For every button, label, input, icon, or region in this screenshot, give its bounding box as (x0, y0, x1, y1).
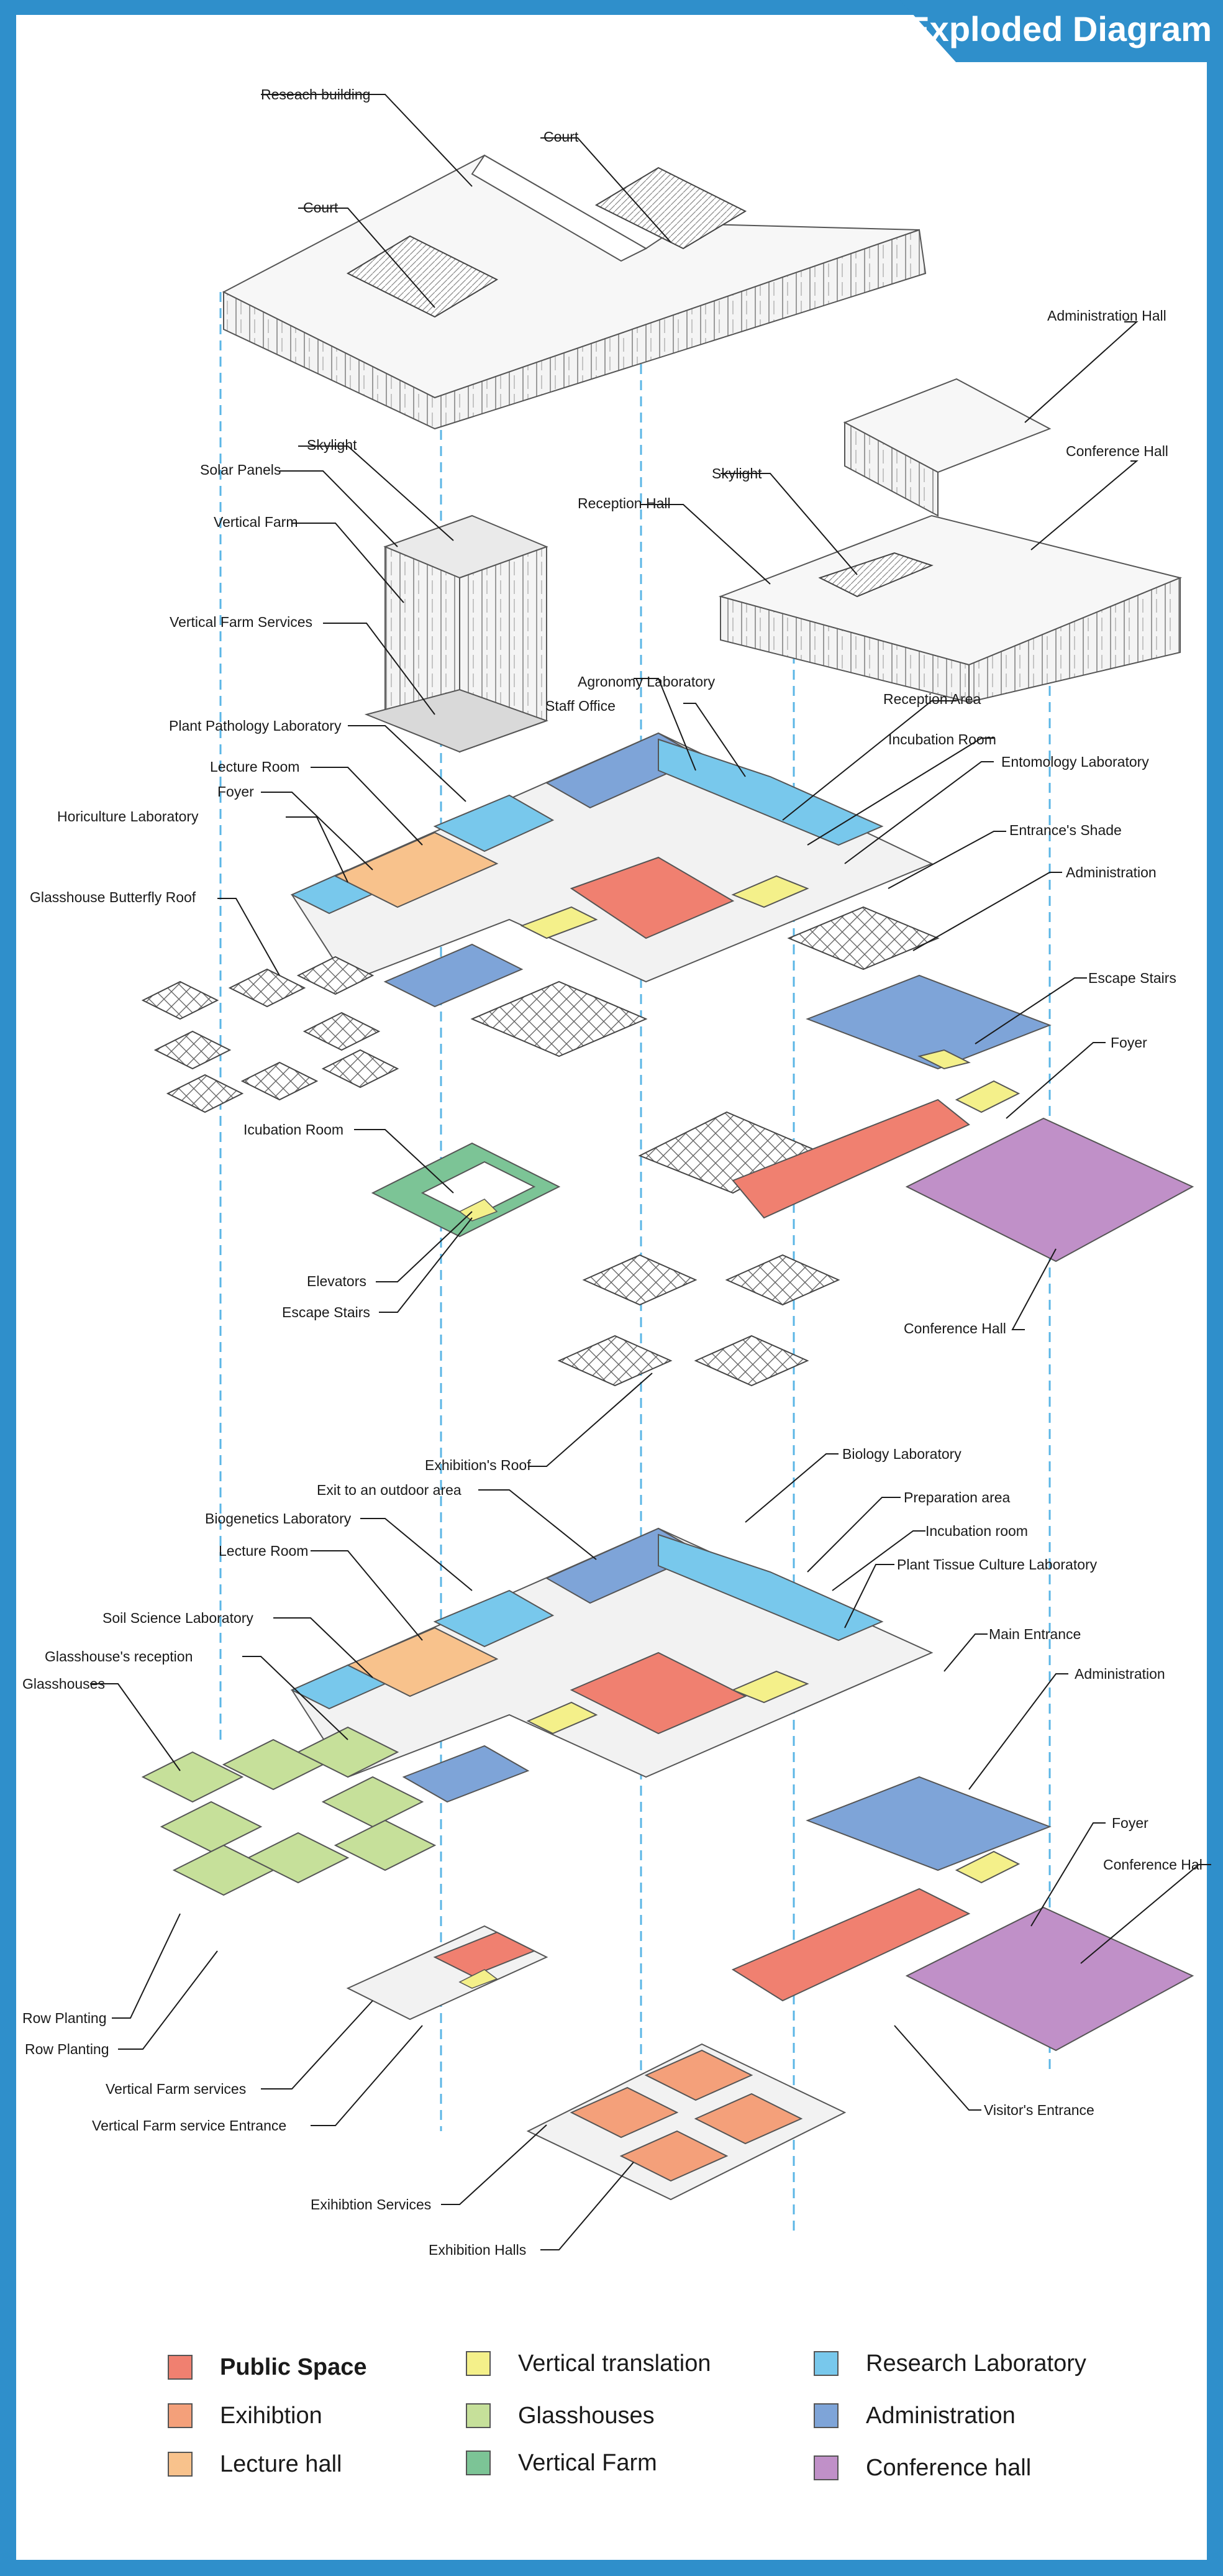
label-escape-stairs-2: Escape Stairs (282, 1304, 370, 1320)
legend-swatch (168, 2452, 193, 2477)
label-exit-outdoor: Exit to an outdoor area (317, 1482, 461, 1498)
label-exhibitions-roof: Exhibition's Roof (425, 1457, 531, 1473)
label-lecture-room-2: Lecture Room (219, 1543, 308, 1559)
label-horiculture-laboratory: Horiculture Laboratory (57, 808, 199, 824)
label-entrances-shade: Entrance's Shade (1009, 822, 1122, 838)
butterfly-roofs (141, 906, 940, 1113)
label-elevators: Elevators (307, 1273, 366, 1289)
label-reception-area: Reception Area (883, 691, 981, 707)
label-biogenetics-laboratory: Biogenetics Laboratory (205, 1510, 352, 1527)
label-main-entrance: Main Entrance (989, 1626, 1081, 1642)
legend-swatch (466, 2450, 491, 2475)
research-building (222, 154, 927, 430)
label-preparation-area: Preparation area (904, 1489, 1011, 1505)
label-research-building: Reseach building (261, 86, 370, 103)
legend-item-glasshouses: Glasshouses (466, 2397, 655, 2434)
vertical-farm-floor (371, 1142, 561, 1238)
exhibition-halls (526, 2043, 847, 2201)
label-glasshouses-reception: Glasshouse's reception (45, 1648, 193, 1665)
label-row-planting-2: Row Planting (25, 2041, 109, 2057)
label-staff-office: Staff Office (545, 698, 616, 714)
legend-item-conference-hall: Conference hall (814, 2449, 1031, 2487)
label-vertical-farm-services: Vertical Farm Services (170, 614, 312, 630)
legend-label: Conference hall (866, 2454, 1032, 2481)
label-foyer-1: Foyer (217, 783, 254, 800)
legend-swatch (168, 2403, 193, 2428)
label-exhibition-halls: Exhibition Halls (429, 2242, 526, 2258)
legend-item-vertical-farm: Vertical Farm (466, 2444, 657, 2482)
admin-hall-block (718, 378, 1183, 703)
label-icubation-room: Icubation Room (243, 1121, 343, 1138)
label-plant-tissue-culture-laboratory: Plant Tissue Culture Laboratory (897, 1556, 1098, 1573)
glasshouses-cluster (141, 1726, 437, 1896)
legend-label: Lecture hall (220, 2450, 342, 2477)
label-court-1: Court (543, 129, 579, 145)
label-row-planting-1: Row Planting (22, 2010, 107, 2026)
label-administration-1: Administration (1066, 864, 1157, 880)
legend-swatch (466, 2403, 491, 2428)
label-vertical-farm-services-2: Vertical Farm services (106, 2081, 246, 2097)
legend-label: Public Space (220, 2354, 367, 2380)
legend-item-lecture-hall: Lecture hall (168, 2446, 342, 2483)
diagram-title: Exploded Diagram (906, 9, 1212, 48)
label-lecture-room-1: Lecture Room (210, 759, 299, 775)
label-solar-panels: Solar Panels (200, 462, 281, 478)
label-visitors-entrance: Visitor's Entrance (984, 2102, 1094, 2118)
label-soil-science-laboratory: Soil Science Laboratory (102, 1610, 253, 1626)
legend-label: Vertical Farm (518, 2449, 657, 2476)
vertical-farm-tower (364, 514, 548, 753)
legend-item-vertical-translation: Vertical translation (466, 2345, 711, 2382)
legend-label: Research Laboratory (866, 2350, 1086, 2377)
label-conference-hall-top: Conference Hall (1066, 443, 1168, 459)
label-entomology-laboratory: Entomology Laboratory (1001, 754, 1149, 770)
ground-floor-plan (290, 1527, 934, 1803)
legend-item-exhibition: Exihibtion (168, 2397, 322, 2434)
upper-floor-plan (290, 732, 1052, 1070)
legend-swatch (814, 2403, 839, 2428)
legend-label: Vertical translation (518, 2350, 711, 2377)
label-incubation-room-1: Incubation Room (888, 731, 996, 747)
label-incubation-room-2: Incubation room (925, 1523, 1028, 1539)
label-glasshouse-butterfly-roof: Glasshouse Butterfly Roof (30, 889, 196, 905)
legend-label: Administration (866, 2402, 1016, 2429)
legend-item-public-space: Public Space (168, 2349, 367, 2386)
legend-swatch (814, 2351, 839, 2376)
label-plant-pathology-laboratory: Plant Pathology Laboratory (169, 718, 342, 734)
middle-floor-plan (638, 1080, 1194, 1263)
label-conference-hall-mid: Conference Hall (904, 1320, 1006, 1336)
legend-item-administration: Administration (814, 2397, 1016, 2434)
label-foyer-3: Foyer (1112, 1815, 1148, 1831)
legend-item-research-laboratory: Research Laboratory (814, 2345, 1086, 2382)
label-vertical-farm: Vertical Farm (214, 514, 298, 530)
ground-public-block (346, 1776, 1194, 2052)
annotation-labels: Reseach building Court Court Administrat… (22, 86, 1203, 2258)
label-escape-stairs-1: Escape Stairs (1088, 970, 1176, 986)
legend-label: Glasshouses (518, 2402, 655, 2429)
label-reception-hall: Reception Hall (578, 495, 671, 511)
label-conference-hall-bottom: Conference Hal (1103, 1857, 1203, 1873)
label-administration-2: Administration (1075, 1666, 1165, 1682)
legend-label: Exihibtion (220, 2402, 322, 2429)
label-court-2: Court (303, 199, 339, 216)
label-skylight-2: Skylight (712, 465, 762, 482)
label-biology-laboratory: Biology Laboratory (842, 1446, 962, 1462)
label-agronomy-laboratory: Agronomy Laboratory (578, 674, 716, 690)
legend: Public Space Exihibtion Lecture hall Ver… (161, 2349, 1124, 2510)
title-tab (900, 0, 1223, 62)
label-skylight-1: Skylight (307, 437, 357, 453)
label-glasshouses: Glasshouses (22, 1676, 105, 1692)
legend-swatch (814, 2455, 839, 2480)
label-administration-hall: Administration Hall (1047, 308, 1166, 324)
exhibition-roof (557, 1254, 840, 1387)
label-foyer-2: Foyer (1111, 1035, 1147, 1051)
label-exhibition-services: Exihibtion Services (311, 2196, 431, 2213)
label-vertical-farm-service-entrance: Vertical Farm service Entrance (92, 2117, 286, 2134)
leader-lines (90, 94, 1211, 2250)
legend-swatch (466, 2351, 491, 2376)
legend-swatch (168, 2355, 193, 2380)
